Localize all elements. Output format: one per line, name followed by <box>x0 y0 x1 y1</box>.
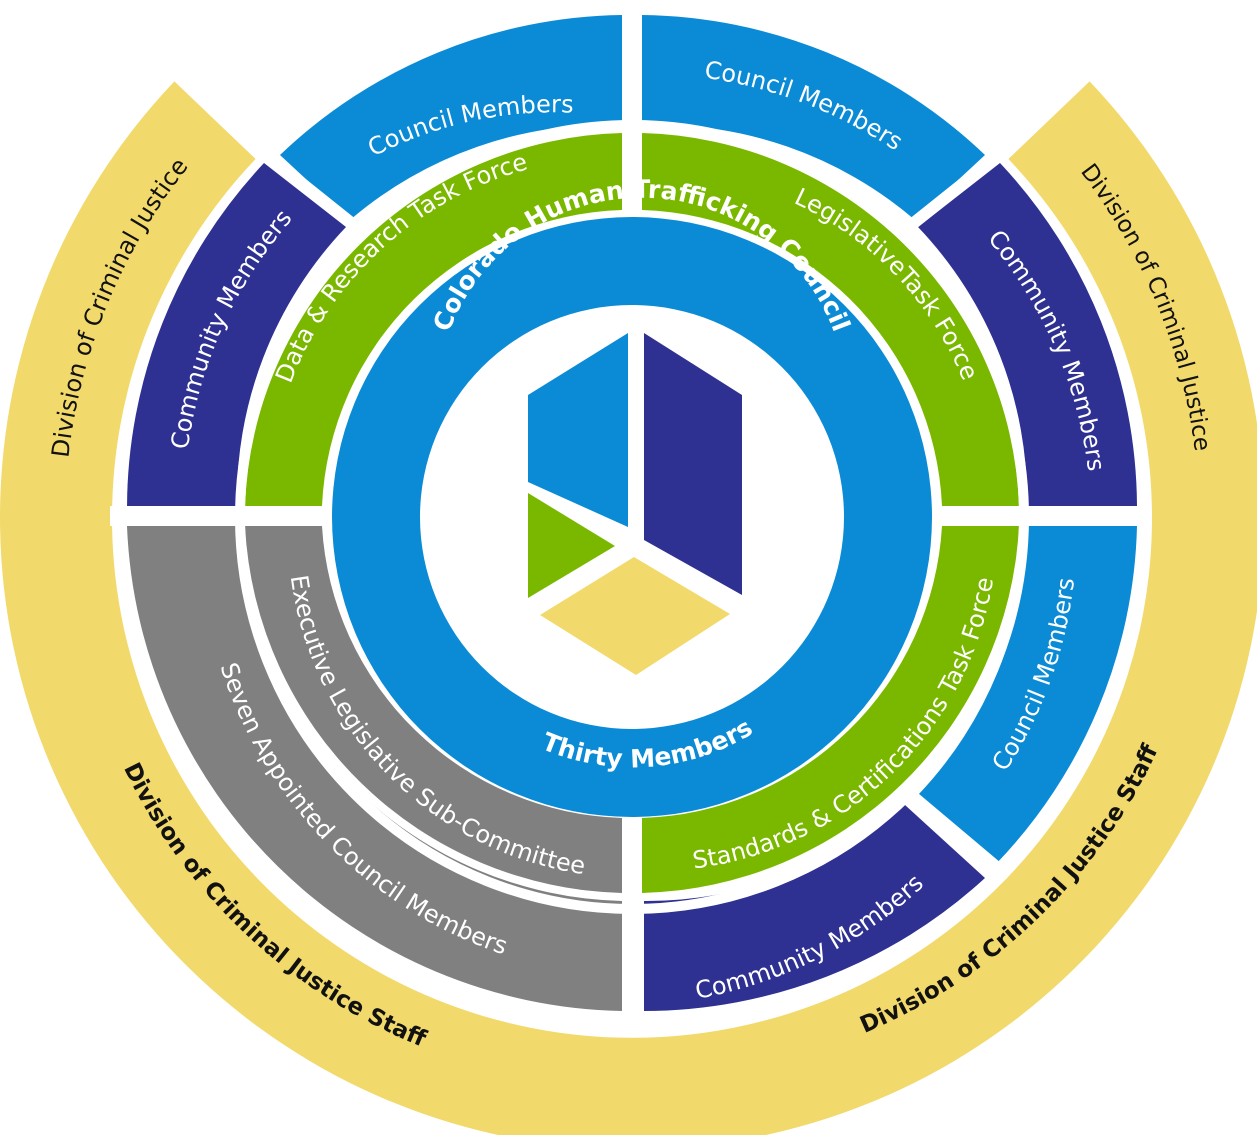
band-data-task-force <box>245 133 622 506</box>
band-top-left-council <box>280 15 622 220</box>
band-top-right-community <box>918 163 1137 506</box>
band-bottom-right-community <box>644 805 985 1011</box>
band-top-right-council <box>642 15 985 220</box>
band-standards-task-force <box>642 526 1019 893</box>
outer-staff-ring <box>0 81 1257 1140</box>
council-logo <box>528 333 742 675</box>
logo-yellow-shape <box>540 557 730 675</box>
logo-navy-shape <box>644 333 742 595</box>
logo-blue-shape <box>528 333 628 527</box>
band-executive-subcommittee <box>245 526 622 893</box>
logo-green-shape <box>528 493 615 598</box>
band-legislative-task-force <box>642 133 1019 506</box>
band-bottom-right-council <box>918 526 1137 865</box>
band-top-left-community <box>126 163 346 510</box>
